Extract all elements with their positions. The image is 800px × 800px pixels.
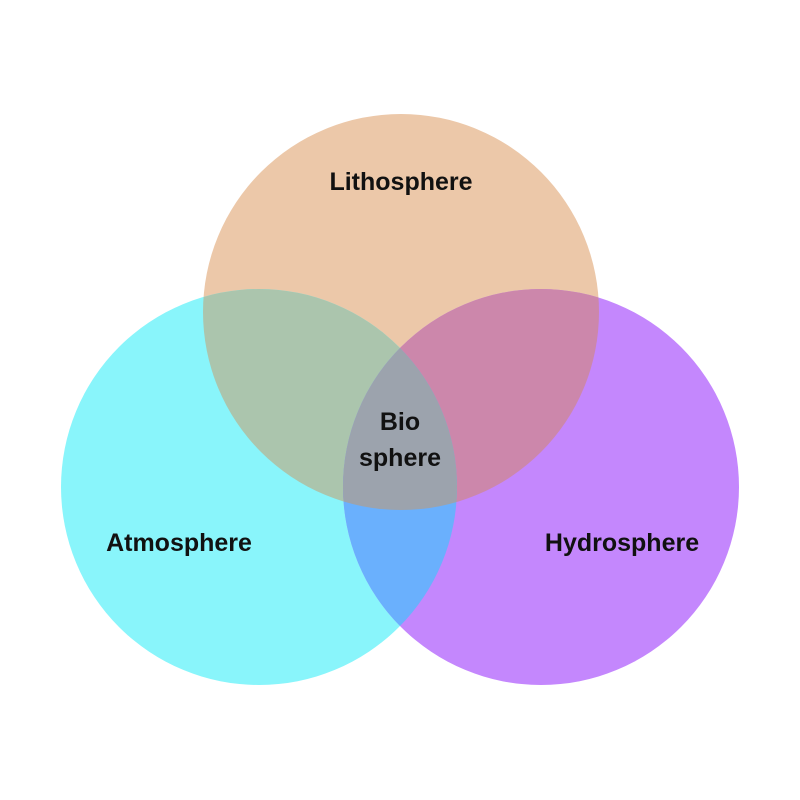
biosphere-label-line1: Bio bbox=[380, 408, 420, 436]
biosphere-label-line2: sphere bbox=[359, 444, 441, 472]
lithosphere-label: Lithosphere bbox=[329, 168, 472, 196]
hydrosphere-label: Hydrosphere bbox=[545, 529, 699, 557]
atmosphere-label: Atmosphere bbox=[106, 529, 252, 557]
